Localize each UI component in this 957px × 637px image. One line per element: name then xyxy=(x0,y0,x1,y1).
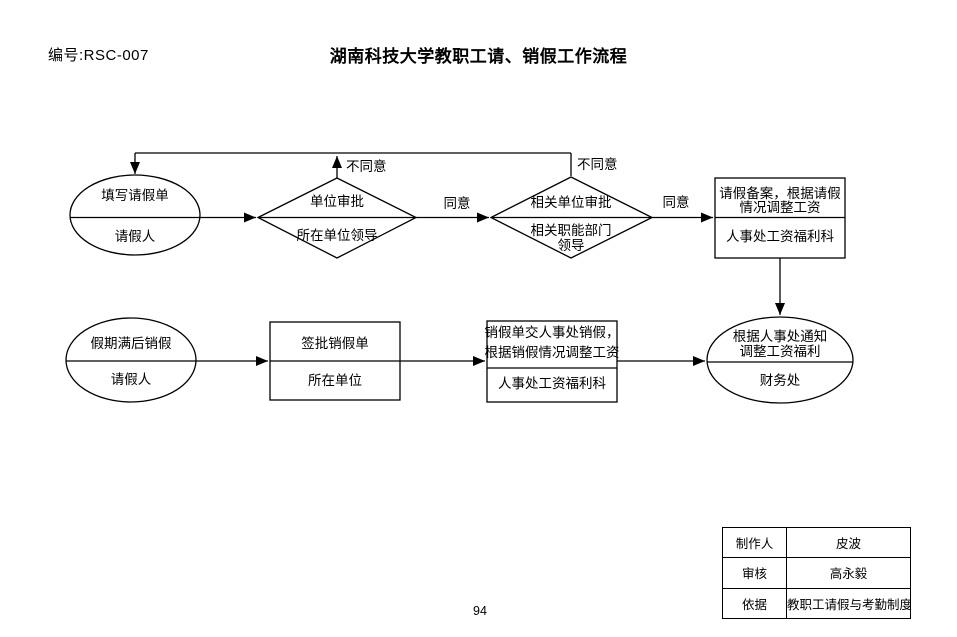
fill-leave-form-label: 填写请假单 xyxy=(101,188,169,203)
info-table-value-reviewer: 高永毅 xyxy=(786,557,911,589)
info-table-value-maker: 皮波 xyxy=(786,526,911,559)
leave-record-actor: 人事处工资福利科 xyxy=(726,229,834,244)
node-after-leave-ellipse xyxy=(65,317,197,403)
finance-line1: 根据人事处通知 xyxy=(733,328,828,344)
info-table-row-basis: 依据 教职工请假与考勤制度 xyxy=(722,587,911,620)
finance-line2: 调整工资福利 xyxy=(740,344,821,359)
leave-record-line1: 请假备案，根据请假 xyxy=(719,185,841,201)
finance-actor: 财务处 xyxy=(760,373,801,388)
agree-label-2: 同意 xyxy=(663,194,690,210)
unit-approval-label: 单位审批 xyxy=(310,194,364,209)
info-table-label-basis: 依据 xyxy=(722,587,787,620)
info-table: 制作人 皮波 审核 高永毅 依据 教职工请假与考勤制度 xyxy=(722,526,911,620)
related-unit-approval-actor-line2: 领导 xyxy=(558,238,585,253)
submit-cancel-line1: 销假单交人事处销假， xyxy=(485,324,620,340)
sign-cancel-label: 签批销假单 xyxy=(301,335,369,351)
node-finance-ellipse xyxy=(706,316,854,404)
unit-approval-actor: 所在单位领导 xyxy=(297,228,378,243)
page-title: 湖南科技大学教职工请、销假工作流程 xyxy=(329,47,628,66)
info-table-row-reviewer: 审核 高永毅 xyxy=(722,557,911,589)
submit-cancel-actor: 人事处工资福利科 xyxy=(498,376,606,391)
info-table-value-basis: 教职工请假与考勤制度 xyxy=(786,587,911,620)
agree-label-1: 同意 xyxy=(444,195,471,211)
disagree-label-1: 不同意 xyxy=(346,158,387,174)
page-number: 94 xyxy=(473,604,487,618)
fill-leave-form-actor: 请假人 xyxy=(115,229,156,244)
after-leave-label: 假期满后销假 xyxy=(91,336,172,351)
submit-cancel-line2: 根据销假情况调整工资 xyxy=(485,345,620,360)
node-fill-leave-form xyxy=(69,174,201,256)
related-unit-approval-actor-line1: 相关职能部门 xyxy=(531,223,612,238)
sign-cancel-actor: 所在单位 xyxy=(308,373,362,388)
after-leave-actor: 请假人 xyxy=(111,372,152,387)
related-unit-approval-label: 相关单位审批 xyxy=(531,195,612,210)
info-table-label-maker: 制作人 xyxy=(722,526,787,559)
info-table-row-maker: 制作人 皮波 xyxy=(722,526,911,559)
doc-number: 编号:RSC-007 xyxy=(48,47,149,64)
leave-record-line2: 情况调整工资 xyxy=(740,200,821,215)
disagree-label-2: 不同意 xyxy=(577,156,618,172)
info-table-label-reviewer: 审核 xyxy=(722,557,787,589)
